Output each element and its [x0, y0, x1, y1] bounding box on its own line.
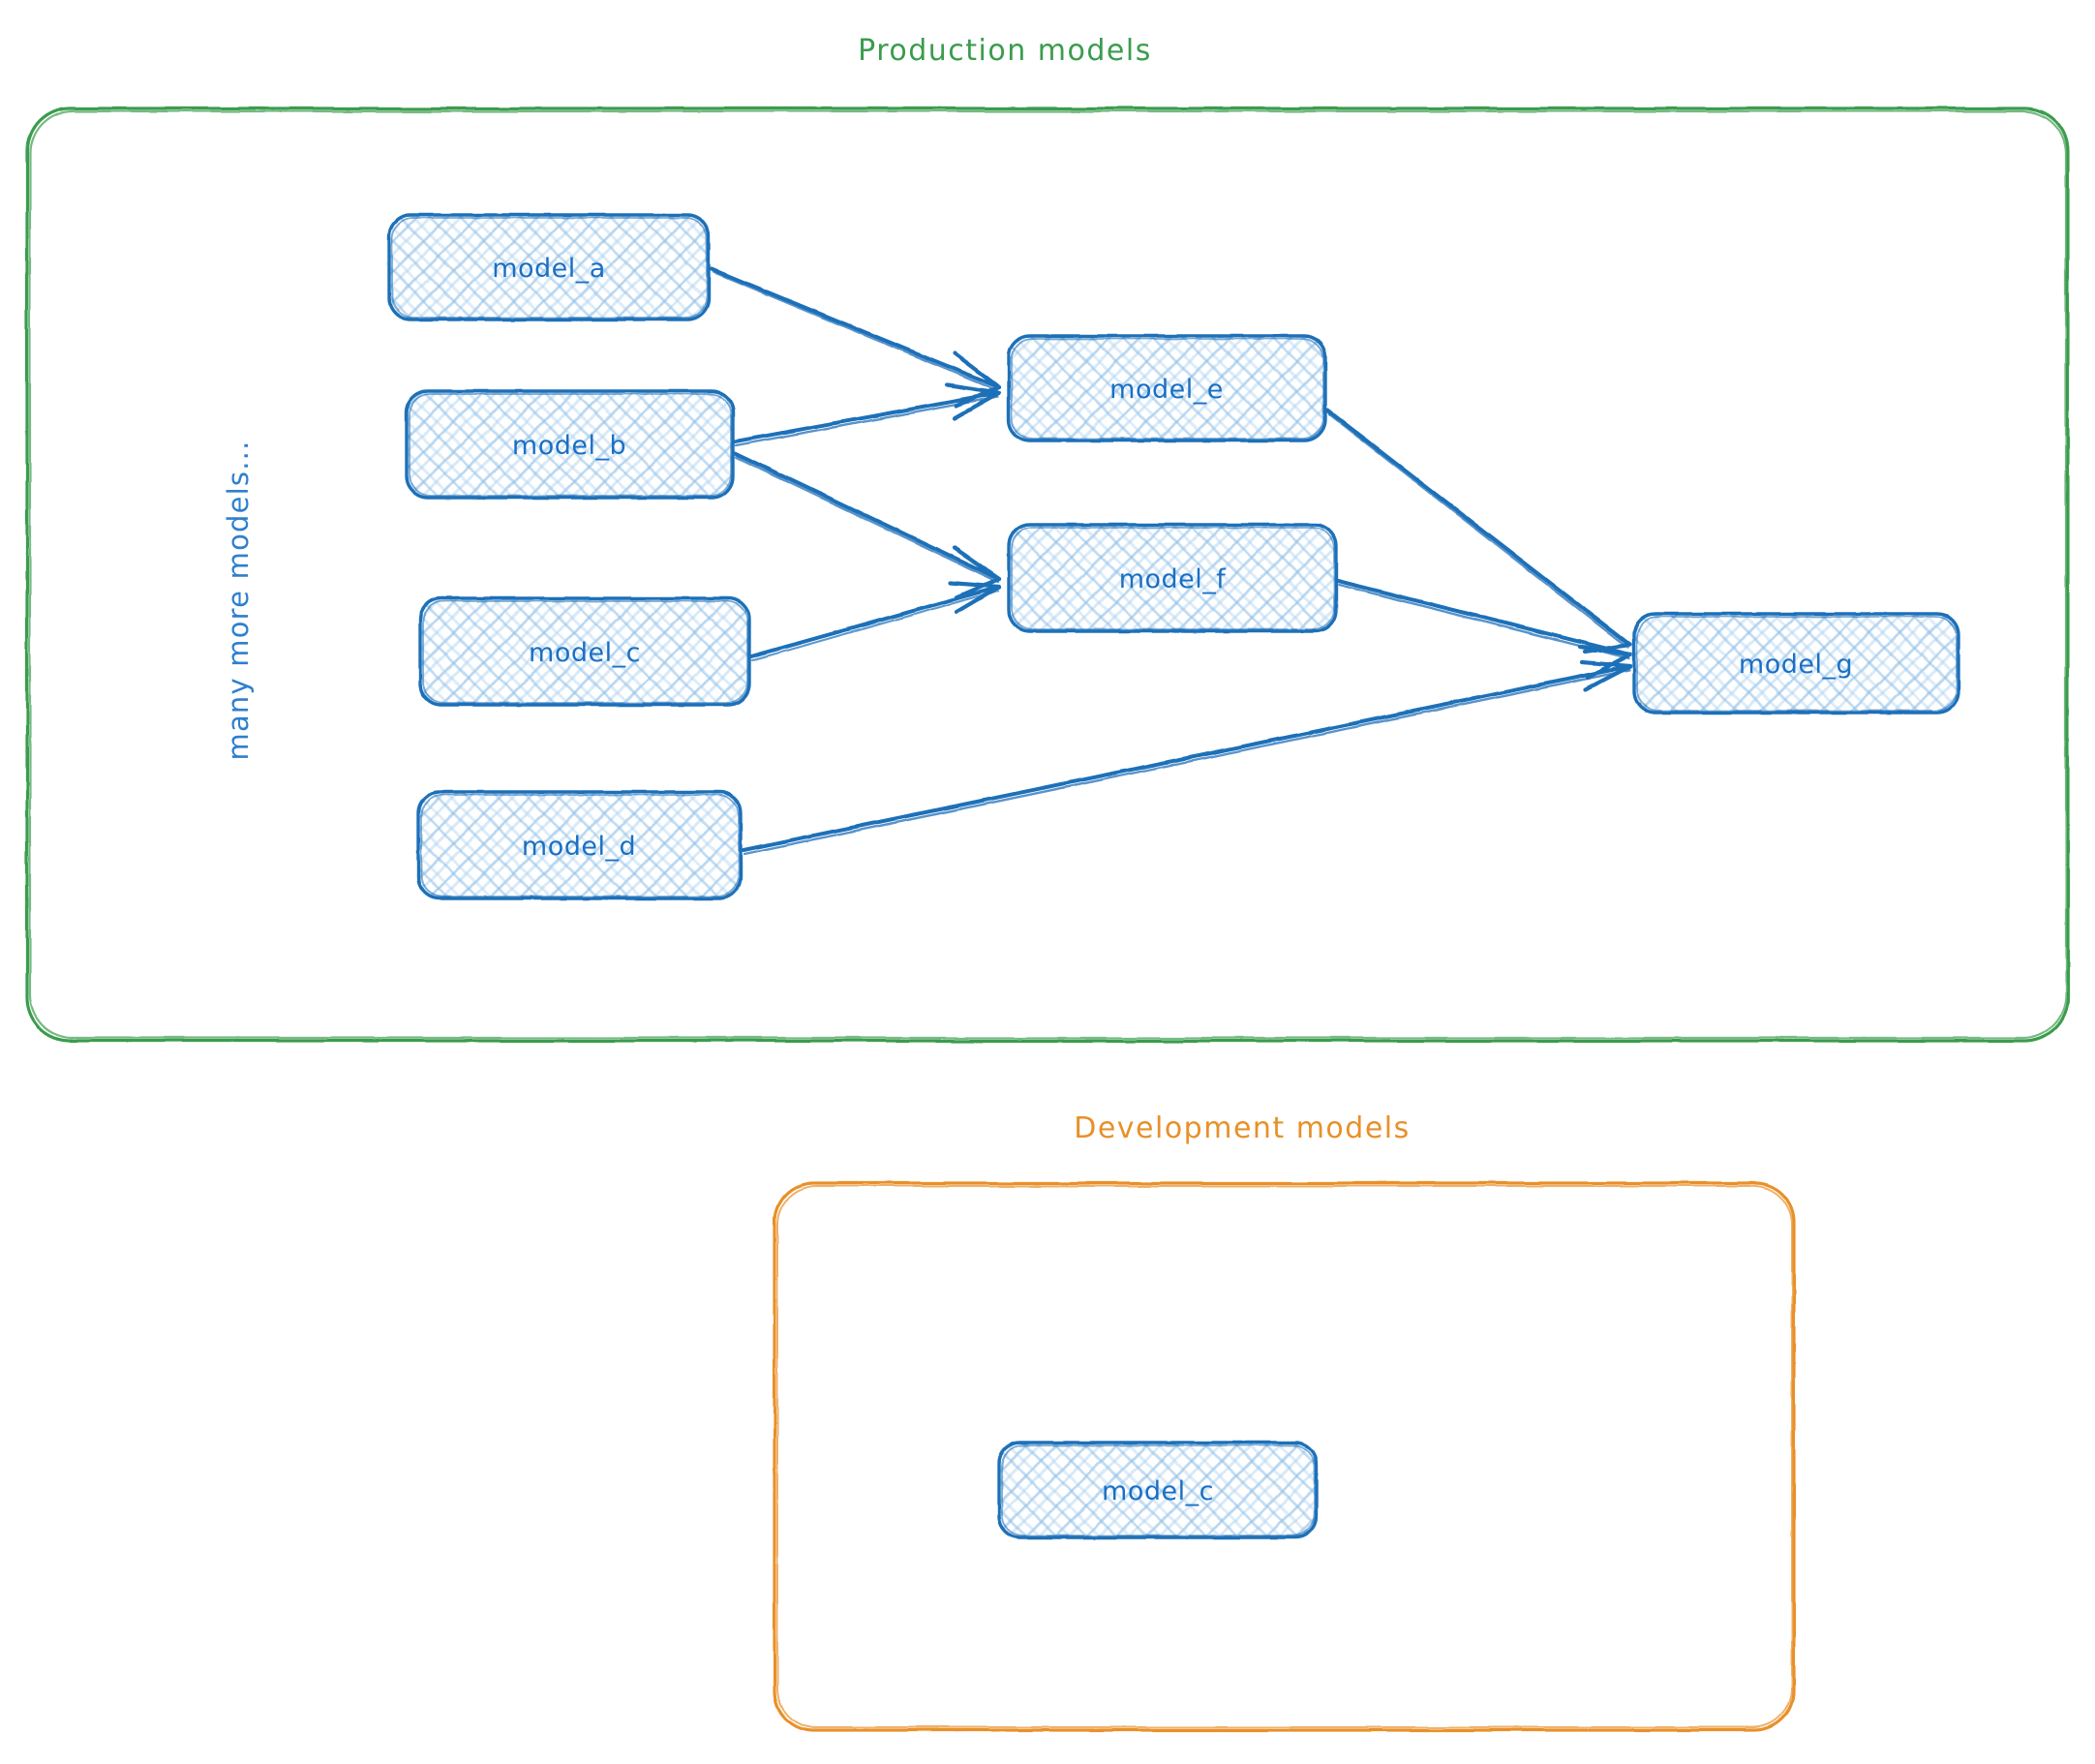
- node-model_e-border-sketch: [1011, 338, 1324, 440]
- node-model_d-label: model_d: [522, 832, 636, 862]
- node-model_b-label: model_b: [512, 431, 626, 461]
- node-model_a-fill2: [389, 215, 709, 319]
- node-model_e-fill2: [1009, 336, 1325, 441]
- edge-model_b-to-model_e: [733, 382, 1002, 447]
- node-model_b-border-sketch: [409, 393, 732, 497]
- development-group-box-sketch: [776, 1185, 1793, 1728]
- development-group-title: Development models: [1074, 1111, 1411, 1145]
- many-more-models-label: many more models...: [222, 441, 255, 761]
- node-model_c-development-label: model_c: [1102, 1476, 1214, 1506]
- node-model_c-production-border: [418, 596, 751, 707]
- node-model_f-border: [1007, 523, 1338, 633]
- node-model_g-border: [1632, 612, 1960, 715]
- edge-model_b-to-model_f: [733, 451, 1002, 600]
- node-model_a-border-sketch: [391, 217, 708, 319]
- node-model_f-label: model_f: [1119, 564, 1228, 594]
- node-model_b-fill2: [407, 391, 733, 498]
- node-model_a-border: [387, 213, 711, 321]
- node-model_c-production-fill2: [420, 598, 749, 705]
- node-model_f-border-sketch: [1011, 527, 1335, 630]
- node-model_g[interactable]: model_g: [1632, 612, 1960, 715]
- node-model_c-production-label: model_c: [529, 638, 641, 668]
- node-model_e-border: [1007, 334, 1327, 442]
- node-model_d-fill2: [418, 792, 741, 898]
- node-model_d[interactable]: model_d: [416, 790, 743, 900]
- node-model_g-border-sketch: [1636, 616, 1958, 712]
- node-model_f[interactable]: model_f: [1007, 523, 1338, 633]
- node-model_c-development-border-sketch: [1001, 1445, 1316, 1536]
- node-model_c-development[interactable]: model_c: [997, 1441, 1319, 1539]
- edge-model_d-to-model_g: [742, 659, 1633, 856]
- edges-layer: [710, 267, 1633, 856]
- node-model_b[interactable]: model_b: [405, 389, 735, 500]
- node-model_e-label: model_e: [1109, 375, 1224, 405]
- edge-model_c-to-model_f: [749, 580, 1002, 662]
- group-production[interactable]: Production models: [25, 34, 2070, 1043]
- development-group-box: [773, 1181, 1796, 1732]
- node-model_b-border: [405, 389, 735, 500]
- edge-model_e-to-model_g: [1325, 409, 1633, 654]
- node-model_e[interactable]: model_e: [1007, 334, 1327, 442]
- group-development[interactable]: Development models: [773, 1111, 1796, 1732]
- node-model_a-label: model_a: [492, 254, 606, 284]
- node-model_d-border: [416, 790, 743, 900]
- production-group-box: [25, 106, 2070, 1043]
- node-model_c-production[interactable]: model_c: [418, 596, 751, 707]
- node-model_c-production-border-sketch: [422, 600, 748, 704]
- node-model_a[interactable]: model_a: [387, 213, 711, 321]
- node-model_g-label: model_g: [1739, 650, 1853, 680]
- node-model_f-fill2: [1009, 525, 1336, 631]
- node-model_d-border-sketch: [420, 794, 740, 897]
- node-model_c-development-border: [997, 1441, 1319, 1539]
- production-group-box-sketch: [28, 109, 2068, 1040]
- node-model_g-fill2: [1634, 614, 1958, 713]
- production-group-title: Production models: [858, 34, 1152, 68]
- node-model_c-development-fill2: [999, 1443, 1317, 1537]
